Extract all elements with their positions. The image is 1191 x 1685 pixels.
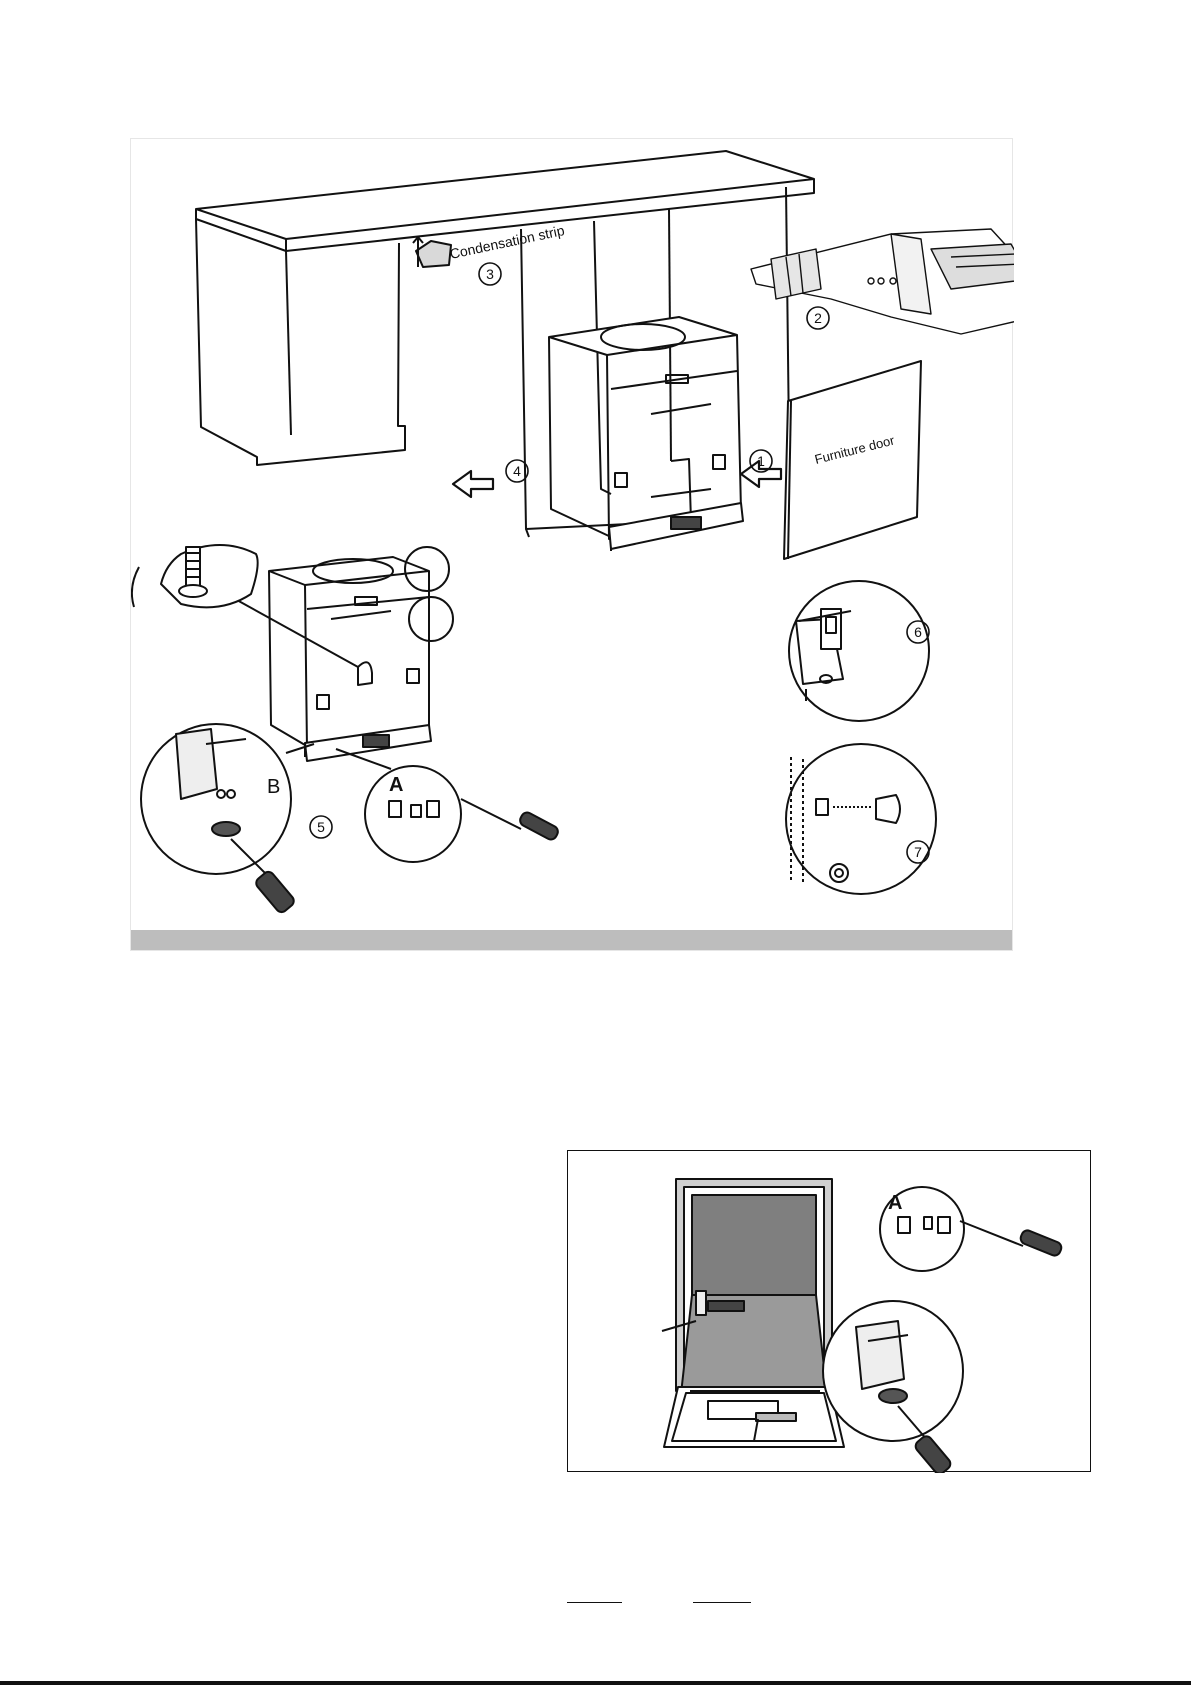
dishwasher-open-diagram-panel: A (567, 1150, 1091, 1472)
detail-a-circle (336, 749, 560, 862)
furniture-door (784, 361, 921, 559)
step-4-number: 4 (513, 463, 521, 479)
hinge-detail (751, 229, 1014, 334)
detail-b-letter: B (267, 776, 280, 798)
step-6-number: 6 (914, 624, 922, 640)
step-5-number: 5 (317, 819, 325, 835)
step-2-number: 2 (814, 310, 822, 326)
detail-6-circle (789, 581, 929, 721)
page-bottom-rule (0, 1681, 1191, 1685)
detail-a-letter: A (389, 774, 403, 796)
dishwasher-adjust (226, 547, 453, 761)
arrow-step-4 (453, 471, 493, 497)
panel-bottom-bar (131, 930, 1012, 950)
footer-rule-right (693, 1602, 751, 1603)
footer-rule-left (567, 1602, 622, 1603)
detail-a-circle (880, 1187, 1063, 1271)
step-3-number: 3 (486, 266, 494, 282)
step-1-number: 1 (757, 453, 765, 469)
installation-diagram: 3 2 1 4 5 6 7 Condensation strip Furnitu… (131, 139, 1014, 952)
dishwasher-open-diagram: A (568, 1151, 1092, 1473)
adjustable-foot-detail (132, 545, 258, 607)
condensation-strip-label: Condensation strip (448, 222, 566, 262)
dishwasher-main (549, 317, 743, 551)
kitchen-counter (196, 151, 814, 537)
detail-b-circle (141, 724, 314, 915)
installation-diagram-panel: 3 2 1 4 5 6 7 Condensation strip Furnitu… (130, 138, 1013, 951)
detail-a-letter: A (888, 1192, 902, 1214)
dishwasher-body (676, 1179, 832, 1421)
detail-7-circle (786, 744, 936, 894)
condensation-strip (413, 237, 451, 267)
step-7-number: 7 (914, 844, 922, 860)
